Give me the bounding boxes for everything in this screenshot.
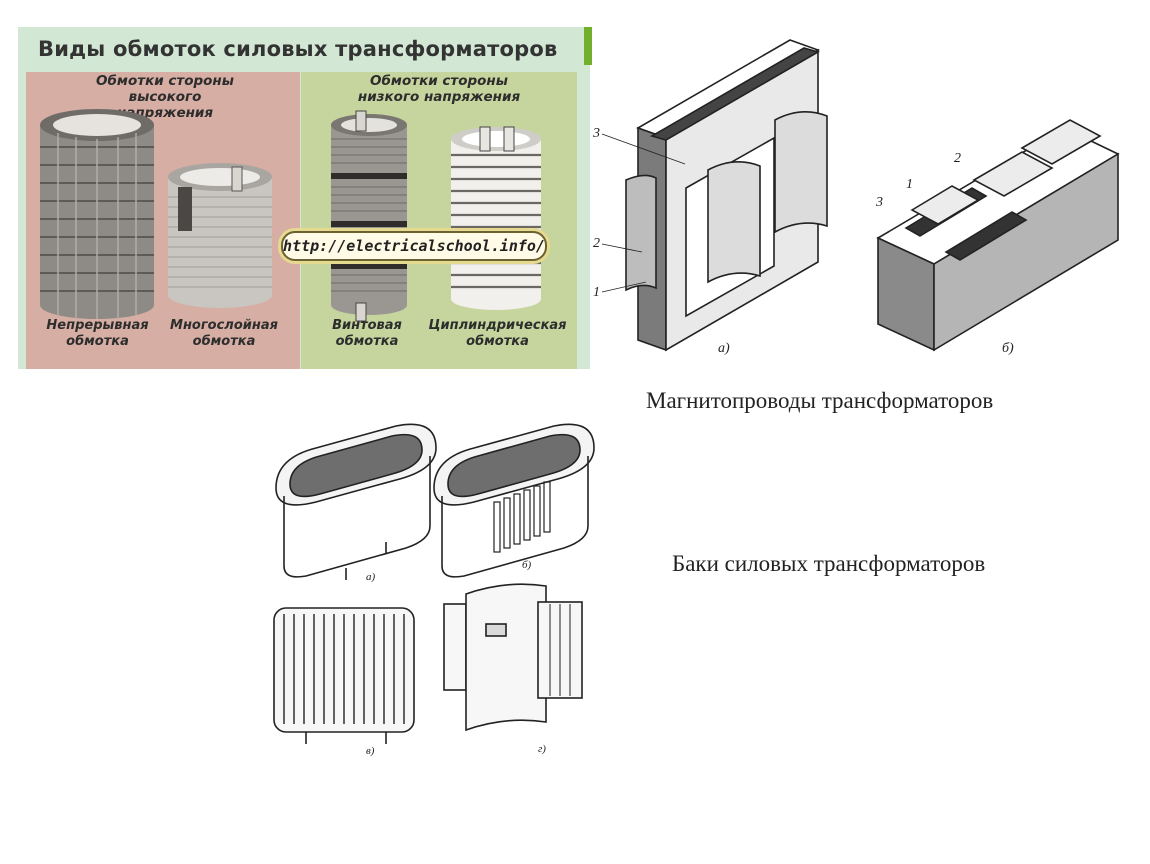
core-figure-b [876,119,1120,352]
tank-d [443,583,583,732]
coil-illustrations [40,109,541,322]
tanks-label: Баки силовых трансформаторов [672,551,986,576]
core-a-mark-2: 2 [593,236,600,251]
helical-winding-image [331,110,407,322]
accent-bar [584,27,592,65]
multilayer-winding-image [168,163,272,308]
core-b-mark-1: 1 [906,177,913,192]
tank-b [433,423,595,578]
cylindrical-winding-image [451,126,541,310]
tank-c-letter: в) [366,745,375,757]
windings-panel: Виды обмоток силовых трансформаторов Обм… [18,27,590,369]
tank-c [273,607,415,744]
core-a-mark-1: 1 [593,285,600,300]
multilayer-winding-caption: Многослойная обмотка [170,318,278,349]
windings-title: Виды обмоток силовых трансформаторов [38,37,558,61]
cylindrical-winding-caption: Циплиндрическая обмотка [428,318,567,349]
magnetic-core-sketches: 3 2 1 а) 2 1 3 б) [592,39,1120,356]
helical-winding-caption: Винтовая обмотка [332,318,402,349]
core-a-mark-3: 3 [592,126,600,141]
core-b-mark-2: 2 [954,151,961,166]
tank-b-letter: б) [522,559,532,571]
continuous-winding-caption: Непрерывная обмотка [46,318,149,349]
source-url-badge[interactable]: http://electricalschool.info/ [281,231,547,261]
core-b-letter: б) [1002,341,1014,356]
tank-sketches: а) б) в) г) [273,423,595,757]
continuous-winding-image [40,109,154,319]
core-figure-a [625,39,828,352]
core-b-mark-3: 3 [875,195,883,210]
tank-a [275,423,437,580]
magnetic-cores-label: Магнитопроводы трансформаторов [646,388,994,413]
tank-a-letter: а) [366,571,376,583]
core-a-letter: а) [718,341,730,356]
tank-d-letter: г) [538,743,546,755]
low-voltage-heading: Обмотки стороны низкого напряжения [357,73,521,105]
